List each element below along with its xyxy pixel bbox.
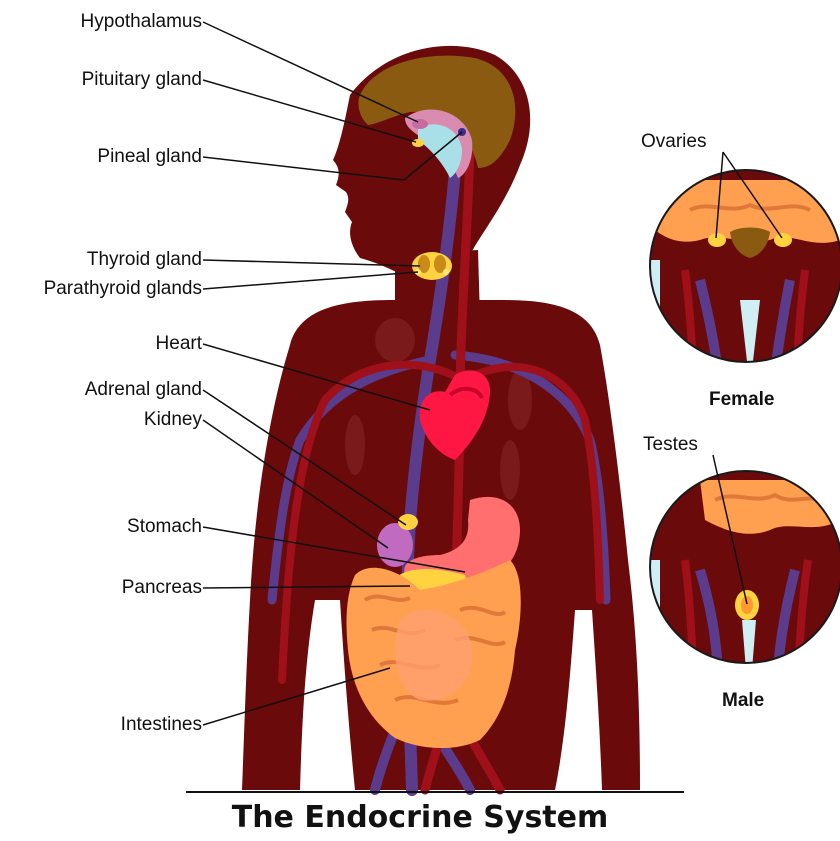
pituitary-gland — [412, 139, 424, 147]
label-pituitary-gland: Pituitary gland — [82, 69, 202, 91]
label-parathyroid-glands: Parathyroid glands — [44, 278, 202, 300]
label-pineal-gland: Pineal gland — [97, 146, 202, 168]
label-stomach: Stomach — [127, 516, 202, 538]
label-hypothalamus: Hypothalamus — [81, 11, 202, 33]
ovary-right — [774, 233, 792, 247]
label-kidney: Kidney — [144, 409, 202, 431]
diagram-title: The Endocrine System — [0, 800, 840, 835]
label-adrenal-gland: Adrenal gland — [85, 379, 202, 401]
label-ovaries: Ovaries — [641, 131, 706, 153]
label-heart: Heart — [156, 333, 202, 355]
label-intestines: Intestines — [121, 714, 202, 736]
ovary-left — [708, 233, 726, 247]
inset-label-male: Male — [722, 690, 764, 712]
label-pancreas: Pancreas — [122, 577, 202, 599]
label-testes: Testes — [643, 434, 698, 456]
label-thyroid-gland: Thyroid gland — [87, 249, 202, 271]
female-inset — [650, 170, 840, 370]
male-inset — [650, 471, 840, 671]
inset-label-female: Female — [709, 389, 774, 411]
